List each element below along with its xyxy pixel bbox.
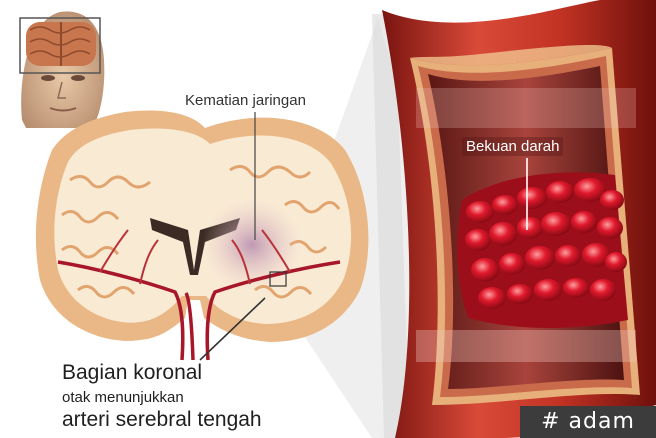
- tissue-death-label: Kematian jaringan: [185, 92, 306, 109]
- artery-section: [382, 0, 656, 438]
- coronal-caption-line3: arteri serebral tengah: [62, 408, 262, 432]
- blood-clot: [457, 172, 628, 328]
- coronal-caption-line2: otak menunjukkan: [62, 389, 184, 406]
- infarct-region: [202, 199, 302, 291]
- brain-coronal-section: [36, 111, 369, 360]
- adam-watermark: # adam: [520, 406, 656, 438]
- coronal-caption-line1: Bagian koronal: [62, 361, 202, 385]
- head-inset: [20, 12, 104, 128]
- blood-clot-label: Bekuan darah: [462, 137, 563, 156]
